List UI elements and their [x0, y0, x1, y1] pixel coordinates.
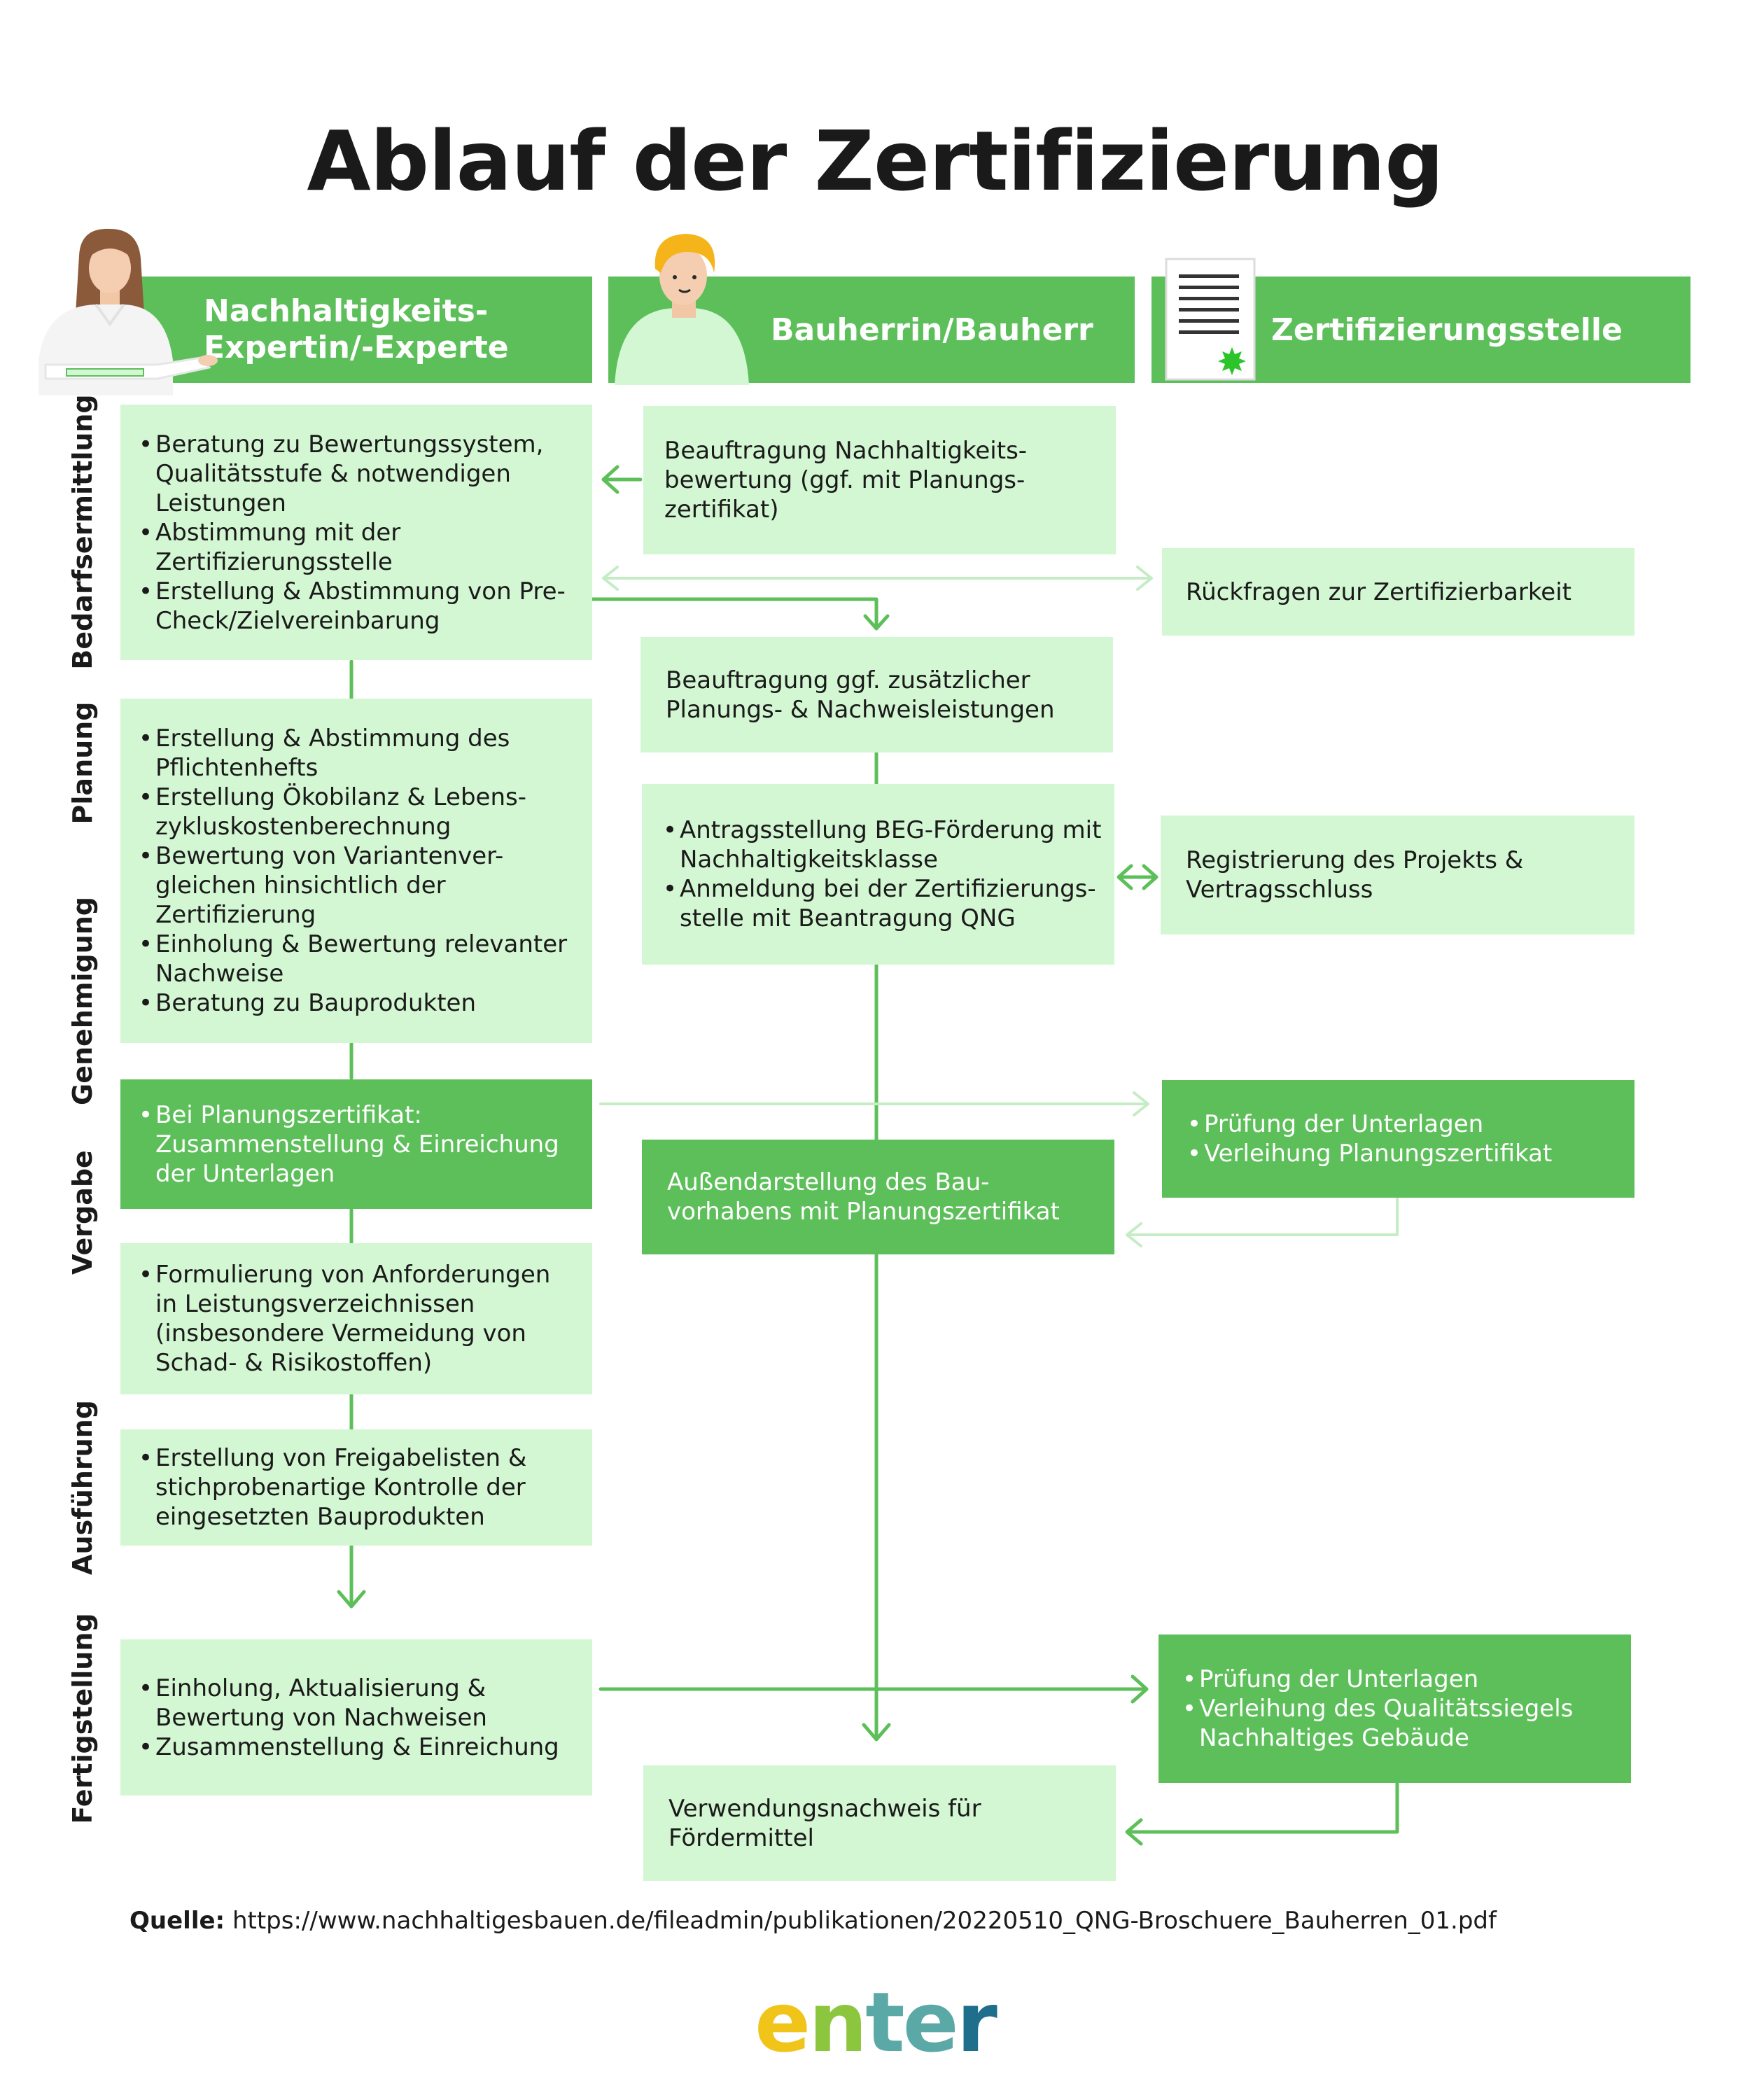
owner-box-text: Beauftragung Nachhaltigkeits-bewertung (…: [664, 437, 1028, 524]
header-expert-line2: Expertin/-Experte: [204, 330, 509, 365]
list-item: Einholung & Bewertung relevanter Nachwei…: [139, 930, 578, 988]
owner-box-aussendarstellung: Außendarstellung des Bau-vorhabens mit P…: [642, 1140, 1114, 1254]
logo-letter: n: [808, 1974, 867, 2071]
list-item: Abstimmung mit der Zertifizierungsstelle: [139, 518, 578, 577]
arrow-certifier-to-owner-final: [1125, 1781, 1399, 1846]
source-line: Quelle: https://www.nachhaltigesbauen.de…: [130, 1907, 1497, 1935]
logo-text: enter: [755, 1974, 997, 2071]
header-owner-label: Bauherrin/Bauherr: [771, 312, 1093, 348]
arrow-owner-certifier-registration: [1116, 864, 1158, 890]
owner-box-text: Verwendungsnachweis für Fördermittel: [668, 1794, 981, 1852]
source-url[interactable]: https://www.nachhaltigesbauen.de/fileadm…: [232, 1907, 1497, 1935]
page-title: Ablauf der Zertifizierung: [307, 113, 1443, 209]
list-item: Erstellung von Freigabelisten & stichpro…: [139, 1443, 578, 1532]
owner-box-antrag: Antragsstellung BEG-Förderung mit Nachha…: [642, 784, 1114, 965]
list-item: Erstellung Ökobilanz & Lebens-zykluskost…: [139, 783, 578, 841]
certifier-box-text: Registrierung des Projekts & Vertragssch…: [1186, 846, 1524, 904]
enter-logo: enter: [0, 1974, 1750, 2071]
list-item: Prüfung der Unterlagen: [1187, 1110, 1618, 1139]
list-item: Verleihung Planungszertifikat: [1187, 1139, 1618, 1168]
list-item: Bewertung von Variantenver-gleichen hins…: [139, 841, 578, 930]
expert-box-genehmigung: Bei Planungszertifikat: Zusammenstellung…: [120, 1079, 592, 1209]
expert-box-vergabe: Formulierung von Anforderungen in Leistu…: [120, 1243, 592, 1394]
arrow-expert-to-certifier-final: [598, 1674, 1149, 1704]
arrow-owner-main: [862, 962, 891, 1742]
certifier-box-qualitaetssiegel: Prüfung der Unterlagen Verleihung des Qu…: [1158, 1634, 1631, 1783]
owner-box-verwendungsnachweis: Verwendungsnachweis für Fördermittel: [643, 1765, 1116, 1881]
list-item: Verleihung des Qualitätssiegels Nachhalt…: [1182, 1694, 1614, 1753]
logo-letter: t: [865, 1974, 904, 2071]
list-item: Anmeldung bei der Zertifizierungs-stelle…: [663, 874, 1105, 933]
arrow-owner-to-expert: [601, 465, 643, 494]
owner-box-text: Außendarstellung des Bau-vorhabens mit P…: [667, 1168, 1060, 1226]
certifier-box-planungszertifikat: Prüfung der Unterlagen Verleihung Planun…: [1162, 1080, 1634, 1198]
certifier-box-rueckfragen: Rückfragen zur Zertifizierbarkeit: [1162, 548, 1634, 636]
list-item: Erstellung & Abstimmung des Pflichtenhef…: [139, 724, 578, 783]
arrow-certifier-to-owner-planning: [1126, 1197, 1399, 1247]
logo-letter: r: [956, 1974, 997, 2071]
logo-letter: e: [755, 1974, 811, 2071]
list-item: Zusammenstellung & Einreichung: [139, 1732, 578, 1762]
list-item: Erstellung & Abstimmung von Pre-Check/Zi…: [139, 577, 578, 636]
certifier-box-text: Rückfragen zur Zertifizierbarkeit: [1186, 578, 1572, 606]
logo-letter: e: [902, 1974, 959, 2071]
expert-avatar-icon: [38, 228, 218, 396]
expert-box-planung: Erstellung & Abstimmung des Pflichtenhef…: [120, 699, 592, 1043]
list-item: Beratung zu Bauprodukten: [139, 988, 578, 1018]
list-item: Prüfung der Unterlagen: [1182, 1665, 1614, 1694]
owner-box-text: Beauftragung ggf. zusätzlicher Planungs-…: [666, 666, 1055, 724]
expert-box-fertigstellung: Einholung, Aktualisierung & Bewertung vo…: [120, 1639, 592, 1795]
list-item: Formulierung von Anforderungen in Leistu…: [139, 1260, 578, 1378]
list-item: Einholung, Aktualisierung & Bewertung vo…: [139, 1674, 578, 1732]
expert-box-bedarfsermittlung: Beratung zu Bewertungssystem, Qualitätss…: [120, 405, 592, 660]
header-certifier-label: Zertifizierungsstelle: [1271, 312, 1623, 348]
header-expert-line1: Nachhaltigkeits-: [204, 293, 489, 329]
arrow-expert-to-certifier-planning: [599, 1091, 1149, 1116]
expert-box-ausfuehrung: Erstellung von Freigabelisten & stichpro…: [120, 1429, 592, 1546]
owner-box-beauftragung: Beauftragung Nachhaltigkeits-bewertung (…: [643, 406, 1116, 554]
owner-box-zusatzleistungen: Beauftragung ggf. zusätzlicher Planungs-…: [640, 637, 1113, 752]
arrow-expert-to-owner-2: [589, 597, 890, 631]
list-item: Beratung zu Bewertungssystem, Qualitätss…: [139, 430, 578, 518]
source-label: Quelle:: [130, 1907, 225, 1935]
certificate-document-icon: [1165, 258, 1256, 381]
owner-avatar-icon: [615, 234, 749, 385]
arrow-expert-5: [337, 1544, 366, 1609]
list-item: Bei Planungszertifikat: Zusammenstellung…: [139, 1100, 578, 1189]
arrow-expert-certifier-inquiry: [602, 566, 1153, 591]
list-item: Antragsstellung BEG-Förderung mit Nachha…: [663, 816, 1105, 874]
certifier-box-registrierung: Registrierung des Projekts & Vertragssch…: [1161, 816, 1634, 934]
